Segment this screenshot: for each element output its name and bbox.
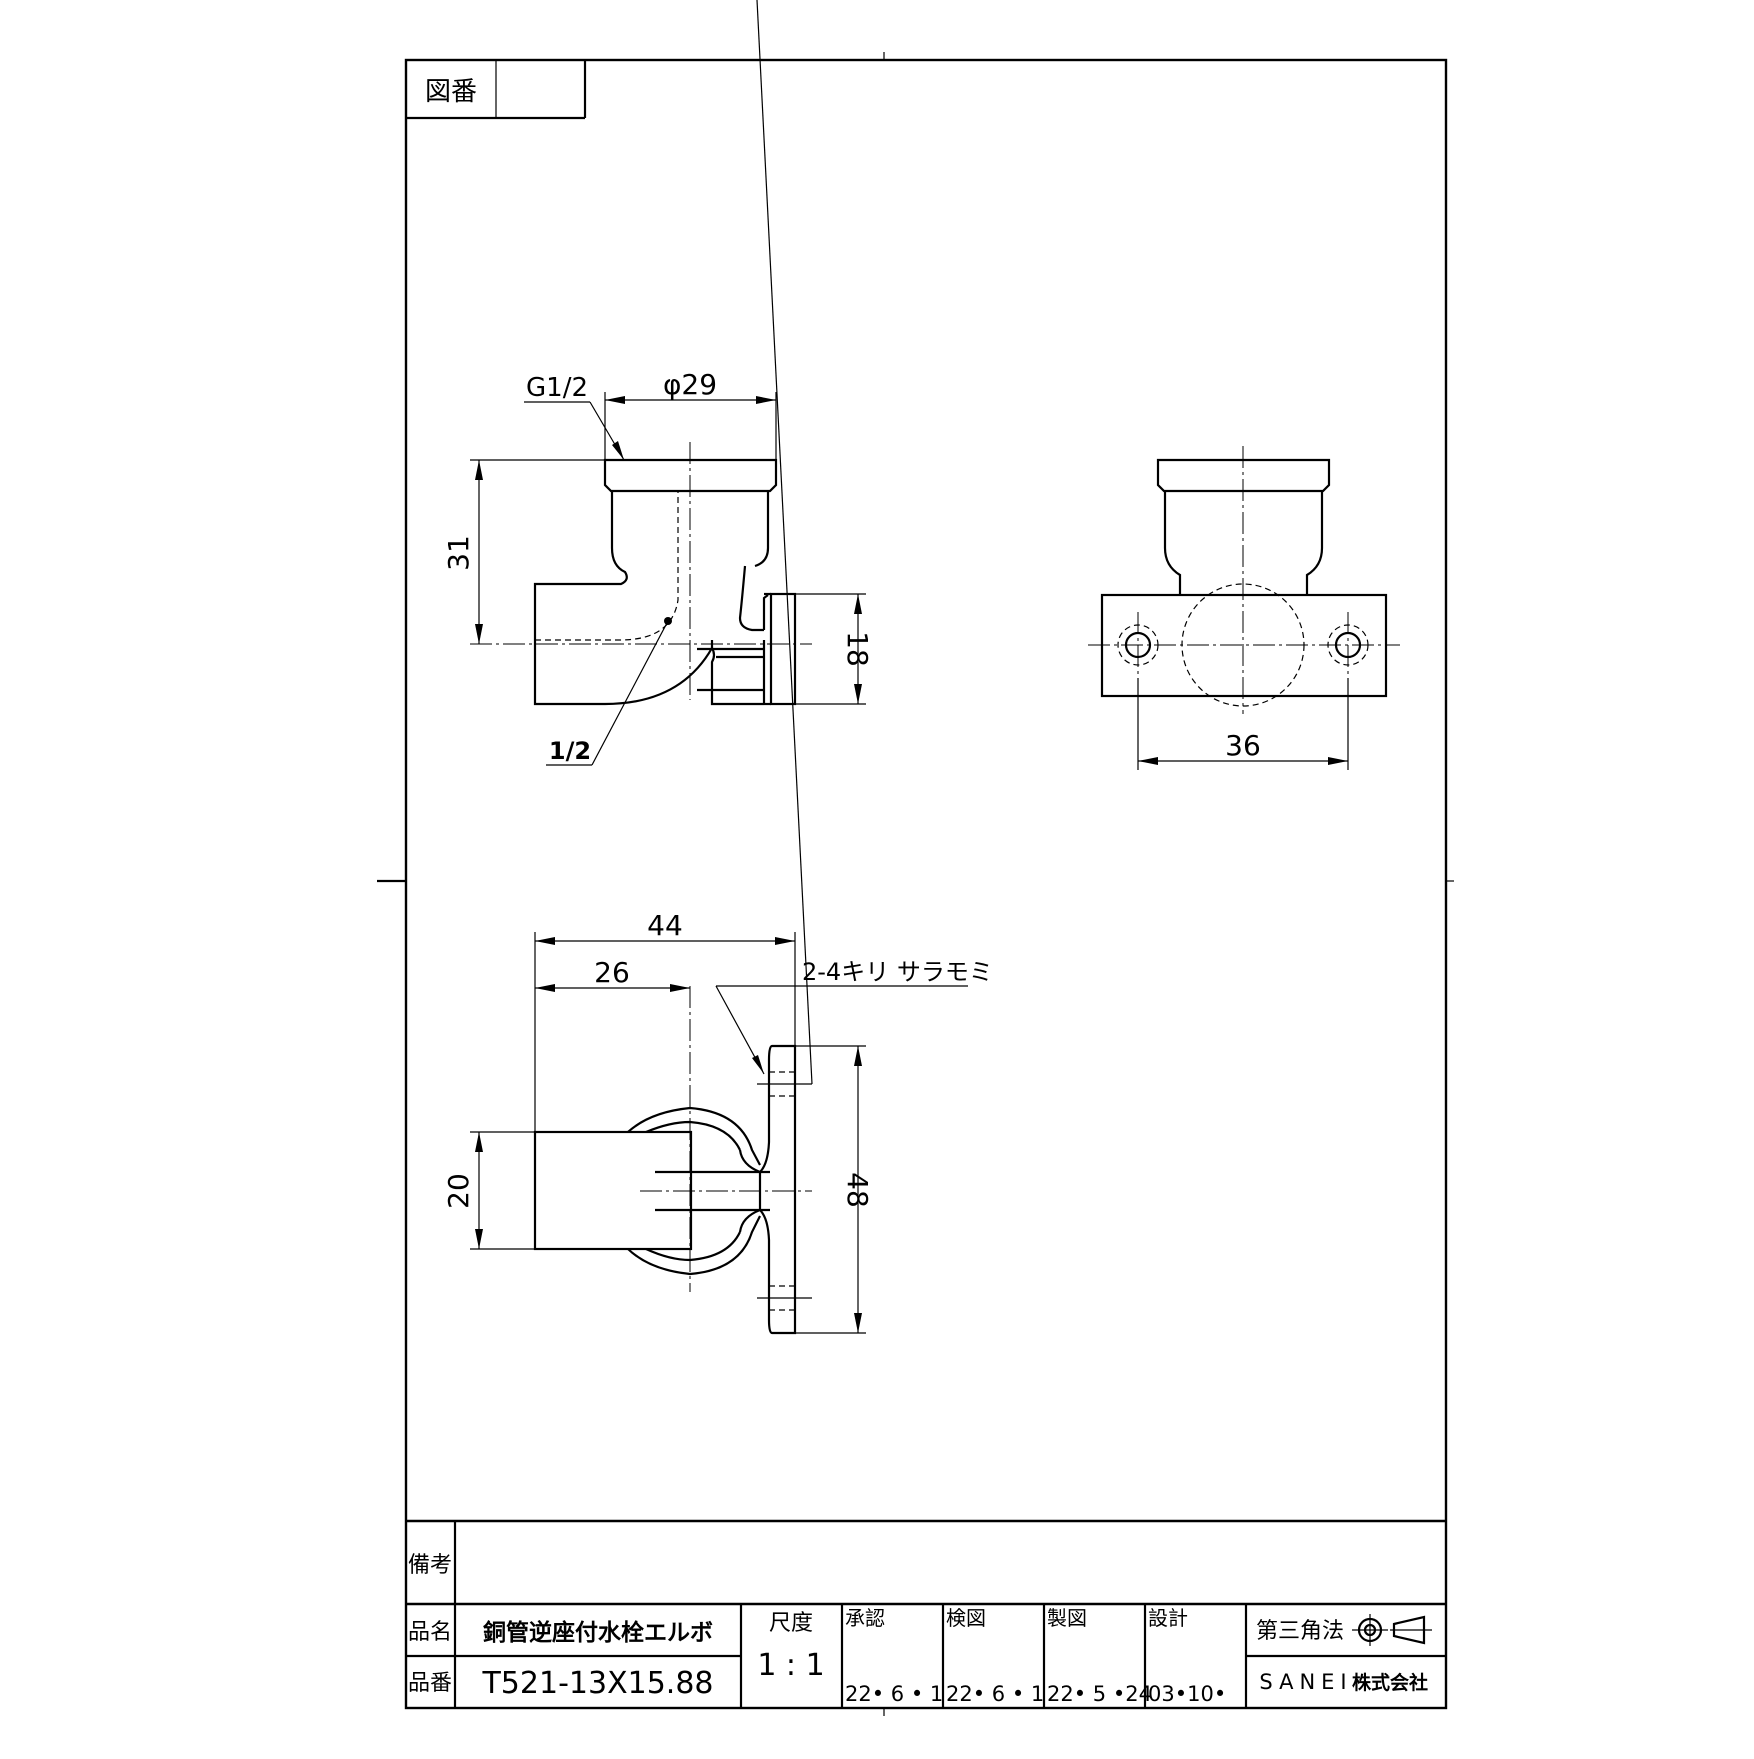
design-date: 03•10• (1148, 1682, 1226, 1706)
approve-label: 承認 (845, 1606, 885, 1630)
inlet-dimension: 1/2 (549, 737, 591, 765)
height-dimension: 31 (442, 535, 475, 571)
thread-dimension: G1/2 (526, 373, 588, 403)
front-view (470, 442, 812, 706)
draw-label: 製図 (1047, 1606, 1087, 1630)
top-view (533, 0, 813, 1335)
drawing-number-label: 図番 (425, 77, 477, 107)
scale-value: 1 : 1 (757, 1648, 824, 1683)
projection-label: 第三角法 (1256, 1619, 1344, 1644)
title-block: 備考 品名 銅管逆座付水栓エルボ 品番 T521-13X15.88 尺度 1 :… (406, 1519, 1446, 1708)
center-offset-dimension: 26 (594, 956, 630, 989)
front-view-dimensions: φ29 G1/2 31 18 1/2 (442, 368, 874, 766)
side-view-dimensions: 36 (1137, 678, 1349, 770)
draw-date: 22• 5 •24 (1047, 1682, 1152, 1706)
top-view-dimensions: 44 26 2-4キリ サラモミ 20 48 (442, 909, 993, 1334)
company-suffix: 株式会社 (1352, 1671, 1428, 1694)
holes-dimension: 2-4キリ サラモミ (802, 958, 993, 986)
drawing-number-box: 図番 (406, 60, 587, 120)
scale-label: 尺度 (769, 1611, 813, 1636)
flange-height-dimension: 18 (841, 631, 874, 667)
company-name: SANEI (1259, 1670, 1352, 1694)
length-dimension: 44 (647, 909, 683, 942)
drawing-frame (404, 58, 1448, 1710)
flange-width-dimension: 48 (841, 1172, 874, 1208)
body-width-dimension: 20 (442, 1173, 475, 1209)
diameter-dimension: φ29 (663, 368, 717, 401)
design-label: 設計 (1148, 1606, 1188, 1630)
side-view (1088, 446, 1400, 714)
check-date: 22• 6 • 1 (946, 1682, 1044, 1706)
third-angle-projection-icon (1352, 1614, 1432, 1646)
product-name-label: 品名 (408, 1620, 452, 1645)
check-label: 検図 (946, 1606, 986, 1630)
hole-pitch-dimension: 36 (1225, 729, 1261, 762)
approve-date: 22• 6 • 1 (845, 1682, 943, 1706)
product-number-value: T521-13X15.88 (481, 1666, 713, 1701)
product-number-label: 品番 (408, 1671, 452, 1696)
remarks-label: 備考 (408, 1553, 452, 1578)
product-name-value: 銅管逆座付水栓エルボ (483, 1619, 713, 1646)
